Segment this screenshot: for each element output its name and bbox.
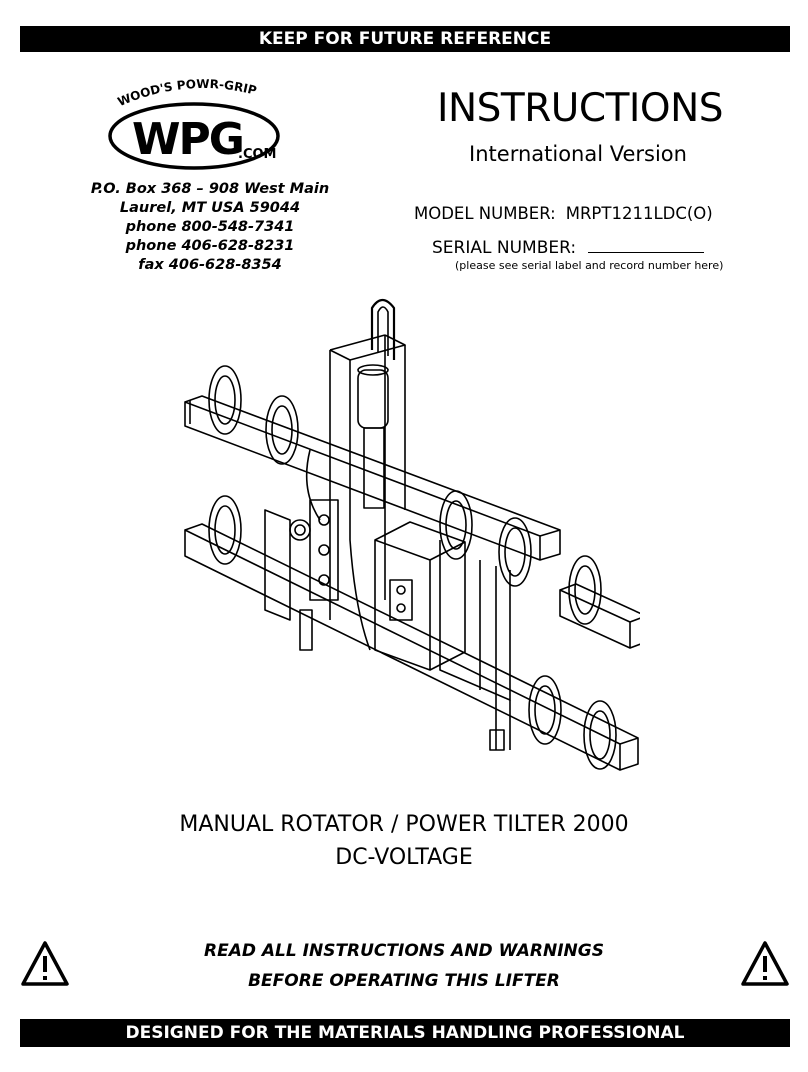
header-banner: KEEP FOR FUTURE REFERENCE	[20, 26, 790, 52]
fax-line: fax 406-628-8354	[138, 257, 282, 273]
serial-number-label: SERIAL NUMBER:	[432, 238, 577, 258]
phone-line: phone 800-548-7341	[125, 219, 295, 235]
phone-line: phone 406-628-8231	[125, 238, 295, 254]
serial-number: SERIAL NUMBER:	[432, 237, 705, 258]
footer-banner: DESIGNED FOR THE MATERIALS HANDLING PROF…	[20, 1019, 790, 1047]
model-number: MODEL NUMBER: MRPT1211LDC(O)	[414, 204, 713, 223]
serial-number-blank	[588, 237, 705, 253]
product-name: MANUAL ROTATOR / POWER TILTER 2000 DC-VO…	[100, 808, 708, 874]
address-line: P.O. Box 368 – 908 West Main	[90, 181, 330, 197]
wpg-logo: WOOD'S POWR-GRIP WPG .COM	[108, 78, 280, 170]
warning-message: READ ALL INSTRUCTIONS AND WARNINGS BEFOR…	[100, 936, 708, 996]
page-title: INSTRUCTIONS	[436, 86, 724, 131]
logo-wordmark: WPG	[132, 114, 243, 165]
lifter-illustration	[184, 298, 640, 771]
page-subtitle: International Version	[469, 142, 687, 166]
logo-suffix: .COM	[238, 147, 276, 162]
serial-note: (please see serial label and record numb…	[455, 259, 724, 272]
model-number-label: MODEL NUMBER:	[414, 204, 556, 223]
company-address: P.O. Box 368 – 908 West Main Laurel, MT …	[60, 180, 360, 275]
warning-triangle-icon	[21, 941, 69, 986]
warning-line1: READ ALL INSTRUCTIONS AND WARNINGS	[204, 941, 604, 961]
product-name-line2: DC-VOLTAGE	[335, 845, 473, 870]
model-number-value: MRPT1211LDC(O)	[565, 204, 713, 223]
address-line: Laurel, MT USA 59044	[119, 200, 301, 216]
warning-triangle-icon	[741, 941, 789, 986]
warning-line2: BEFORE OPERATING THIS LIFTER	[248, 971, 560, 991]
product-name-line1: MANUAL ROTATOR / POWER TILTER 2000	[179, 812, 629, 837]
